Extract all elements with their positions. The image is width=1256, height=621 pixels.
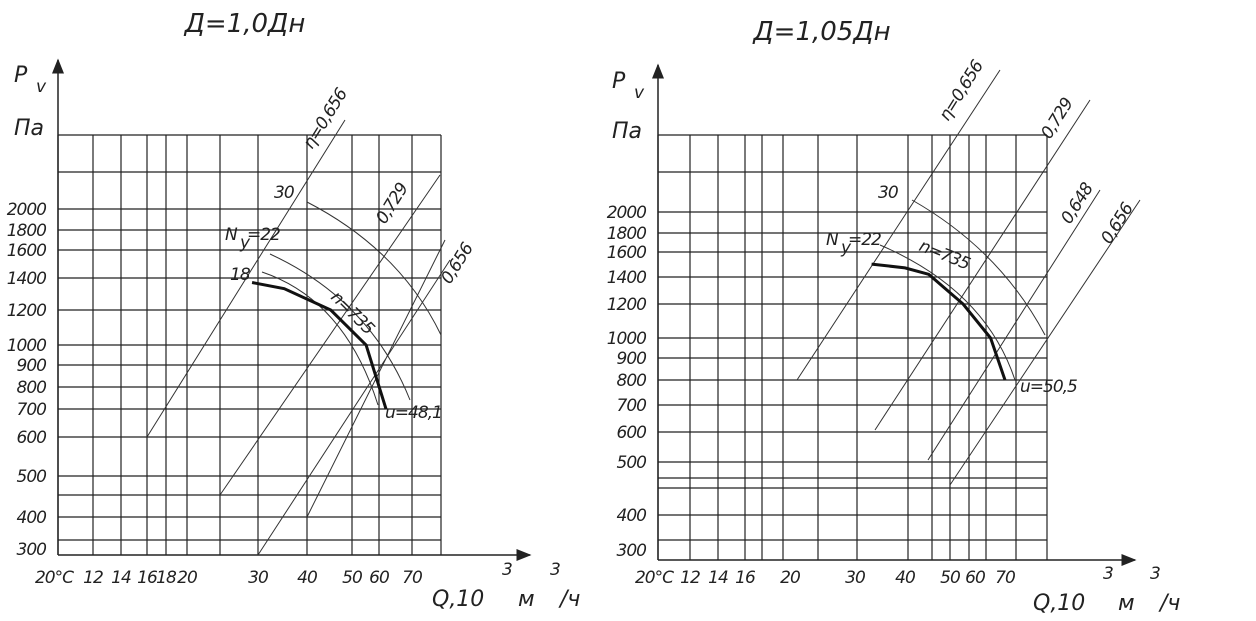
eff-label: 0,729 xyxy=(1037,95,1077,143)
y-tick-label: 1600 xyxy=(7,241,46,261)
y-tick-label: 800 xyxy=(617,371,647,391)
x-tick-label: 50 xyxy=(342,568,362,588)
y-tick-label: 2000 xyxy=(607,203,646,223)
eff-label: 0,656 xyxy=(1097,199,1138,248)
power-label: 30 xyxy=(274,183,294,203)
y-tick-label: 300 xyxy=(617,541,647,561)
x-tick-label: 12 xyxy=(680,568,700,588)
tip-speed-label: u=48,1 xyxy=(385,403,442,423)
y-tick-label: 1200 xyxy=(607,295,646,315)
power-lines xyxy=(261,201,442,406)
characteristic-curve xyxy=(871,262,1007,381)
x-tick-label: 14 xyxy=(111,568,131,588)
characteristic-curve xyxy=(251,281,388,410)
y-axis-symbol: P xyxy=(14,63,28,88)
x-label-tail: /ч xyxy=(1158,591,1180,616)
x-tick-label: 12 xyxy=(83,568,103,588)
x-tick-label: 50 xyxy=(940,568,960,588)
y-tick-label: 1200 xyxy=(7,301,46,321)
y-tick-label: 1400 xyxy=(7,269,46,289)
x-tick-label: 60 xyxy=(965,568,985,588)
x-tick-label: 20°C xyxy=(635,568,674,588)
x-label-main: Q,10 xyxy=(1033,591,1085,616)
x-label-unit: м xyxy=(1118,591,1135,616)
y-axis-symbol: P xyxy=(612,69,626,94)
x-tick-label: 40 xyxy=(297,568,317,588)
power-label: N xyxy=(225,225,238,245)
x-tick-label: 20 xyxy=(780,568,800,588)
y-tick-label: 300 xyxy=(17,540,47,560)
y-axis-subscript: v xyxy=(36,77,47,97)
x-tick-label: 30 xyxy=(845,568,865,588)
x-label-tail: /ч xyxy=(558,587,580,612)
eff-label: 0,729 xyxy=(372,180,412,228)
y-tick-label: 1800 xyxy=(607,224,646,244)
efficiency-lines xyxy=(146,119,451,556)
y-axis-unit: Па xyxy=(14,116,44,141)
x-tick-label: 30 xyxy=(248,568,268,588)
efficiency-lines xyxy=(796,69,1141,486)
x-tick-label: 16 xyxy=(137,568,158,588)
x-tick-label: 18 xyxy=(156,568,177,588)
x-label-unit: м xyxy=(518,587,535,612)
power-label: =22 xyxy=(848,230,881,250)
y-tick-label: 1400 xyxy=(607,268,646,288)
chart-title: Д=1,0Дн xyxy=(184,9,306,39)
x-tick-label: 70 xyxy=(995,568,1015,588)
x-label-exp2: 3 xyxy=(550,560,560,580)
power-label-sub: y xyxy=(840,238,852,258)
y-tick-label: 500 xyxy=(617,453,647,473)
chart-d-1-0: 7060504030201816141220°C3004005006007008… xyxy=(7,9,581,612)
power-label: 18 xyxy=(230,265,251,285)
y-tick-label: 700 xyxy=(17,400,47,420)
chart-title: Д=1,05Дн xyxy=(752,17,890,47)
y-tick-label: 600 xyxy=(617,423,647,443)
y-tick-label: 800 xyxy=(17,378,47,398)
y-tick-label: 400 xyxy=(17,508,47,528)
x-tick-label: 20°C xyxy=(35,568,74,588)
y-tick-label: 1600 xyxy=(607,243,646,263)
tip-speed-label: u=50,5 xyxy=(1020,377,1077,397)
x-axis-label: Q,10 3 м 3 /ч xyxy=(432,560,580,612)
power-label: N xyxy=(826,230,839,250)
x-tick-label: 20 xyxy=(177,568,197,588)
y-tick-label: 900 xyxy=(17,356,47,376)
x-label-main: Q,10 xyxy=(432,587,484,612)
y-tick-label: 1800 xyxy=(7,221,46,241)
y-tick-label: 500 xyxy=(17,467,47,487)
x-tick-label: 60 xyxy=(369,568,389,588)
y-tick-label: 1000 xyxy=(607,329,646,349)
x-axis-label: Q,10 3 м 3 /ч xyxy=(1033,564,1180,616)
y-axis-unit: Па xyxy=(612,119,642,144)
y-axis-subscript: v xyxy=(634,83,645,103)
eff-label: η=0,656 xyxy=(299,84,352,152)
y-tick-label: 2000 xyxy=(7,200,46,220)
power-lines xyxy=(879,199,1046,381)
y-tick-label: 400 xyxy=(617,506,647,526)
x-tick-label: 16 xyxy=(735,568,756,588)
y-tick-label: 600 xyxy=(17,428,47,448)
x-tick-label: 14 xyxy=(708,568,728,588)
x-tick-label: 70 xyxy=(402,568,422,588)
power-label: =22 xyxy=(247,225,280,245)
eff-label: η=0,656 xyxy=(935,56,988,124)
eff-label: 0,656 xyxy=(437,239,478,288)
power-label-sub: y xyxy=(239,233,251,253)
power-label: 30 xyxy=(878,183,898,203)
x-label-exp2: 3 xyxy=(1150,564,1160,584)
y-tick-label: 1000 xyxy=(7,336,46,356)
x-label-exp: 3 xyxy=(1103,564,1113,584)
y-tick-label: 700 xyxy=(617,396,647,416)
y-tick-label: 900 xyxy=(617,349,647,369)
x-tick-label: 40 xyxy=(895,568,915,588)
x-label-exp: 3 xyxy=(502,560,512,580)
